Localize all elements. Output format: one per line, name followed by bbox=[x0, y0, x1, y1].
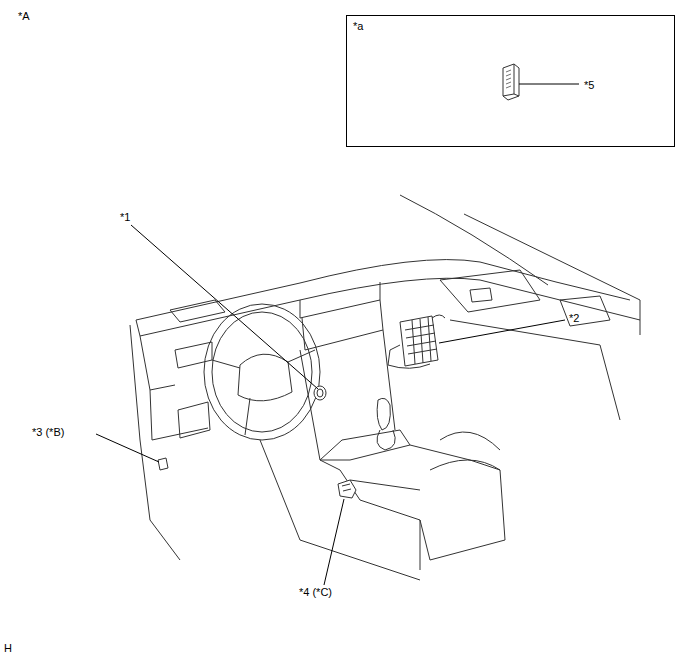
inset-box: *a *5 bbox=[346, 15, 675, 147]
switch-part bbox=[314, 386, 326, 400]
sensor-part bbox=[338, 480, 356, 498]
callout-number: *3 (*B) bbox=[32, 426, 64, 439]
callout-number: *2 bbox=[569, 312, 579, 325]
dashboard-lines bbox=[130, 195, 640, 580]
component-icon bbox=[503, 64, 519, 100]
inset-id: *a bbox=[353, 20, 363, 33]
figure-id: *A bbox=[18, 10, 30, 23]
ecu-part bbox=[388, 315, 445, 368]
leader-lines bbox=[96, 225, 565, 585]
leader-line bbox=[519, 84, 579, 85]
figure-code: H bbox=[4, 642, 12, 655]
callout-number: *4 (*C) bbox=[299, 586, 332, 599]
callout-number: *1 bbox=[120, 211, 130, 224]
clip-part bbox=[158, 458, 168, 470]
callout-number: *5 bbox=[584, 79, 594, 92]
